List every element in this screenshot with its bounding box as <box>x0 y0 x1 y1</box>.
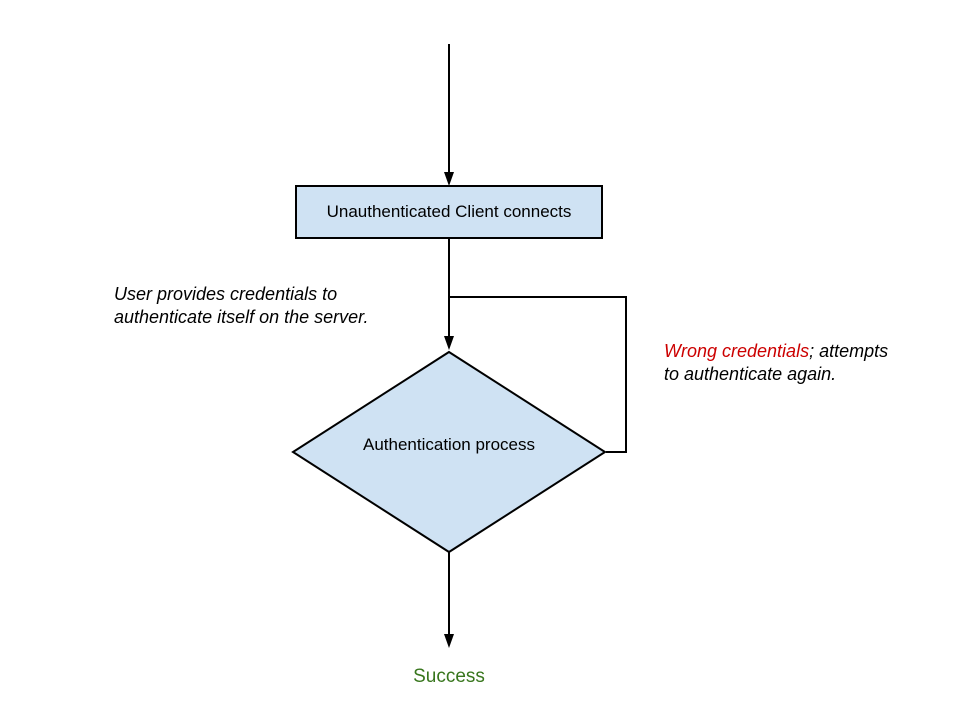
rect-to-diamond-arrowhead-icon <box>444 336 454 350</box>
auth-process-label: Authentication process <box>363 435 535 454</box>
credentials-note: User provides credentials to authenticat… <box>114 283 368 329</box>
start-arrowhead-icon <box>444 172 454 186</box>
wrong-credentials-line2: to authenticate again. <box>664 364 837 384</box>
wrong-credentials-highlight: Wrong credentials <box>664 341 810 361</box>
credentials-note-line2: authenticate itself on the server. <box>114 307 369 327</box>
retry-loop-connector <box>449 296 627 453</box>
wrong-credentials-note: Wrong credentials; attempts to authentic… <box>664 340 888 386</box>
diamond-to-success-arrowhead-icon <box>444 634 454 648</box>
success-label: Success <box>413 666 485 687</box>
client-connects-node <box>295 185 603 239</box>
credentials-note-line1: User provides credentials to <box>114 284 338 304</box>
wrong-credentials-rest-line1: ; attempts <box>809 341 889 361</box>
client-connects-label: Unauthenticated Client connects <box>326 202 572 221</box>
